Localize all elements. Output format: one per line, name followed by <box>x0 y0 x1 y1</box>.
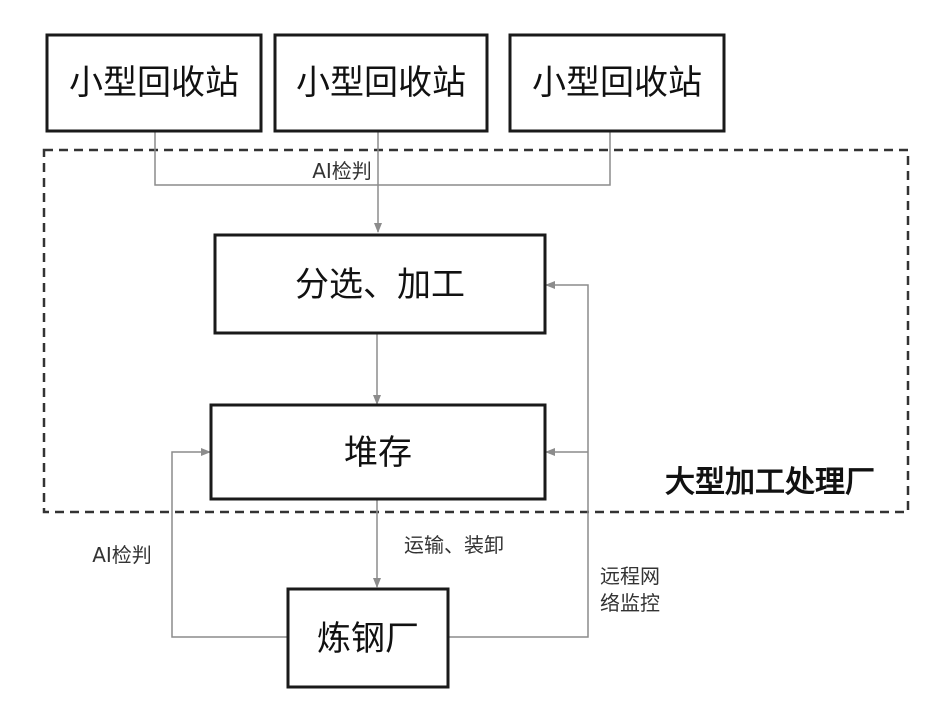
steel-plant-label: 炼钢厂 <box>317 619 419 659</box>
sorting-box: 分选、加工 <box>215 235 545 333</box>
sorting-label: 分选、加工 <box>295 265 465 305</box>
station-box-2: 小型回收站 <box>275 35 487 131</box>
ai-check-left-label: AI检判 <box>92 543 152 567</box>
ai-check-top-label: AI检判 <box>312 159 372 183</box>
remote-label-line1: 远程网 <box>600 564 660 588</box>
station-label-3: 小型回收站 <box>532 63 702 103</box>
station-box-3: 小型回收站 <box>510 35 724 131</box>
storage-label: 堆存 <box>344 433 412 473</box>
transport-label: 运输、装卸 <box>404 533 504 557</box>
remote-label-line2: 络监控 <box>600 591 660 615</box>
station-label-2: 小型回收站 <box>296 63 466 103</box>
steel-plant-box: 炼钢厂 <box>288 589 448 687</box>
station-collector-line <box>155 132 610 185</box>
station-box-1: 小型回收站 <box>47 35 261 131</box>
storage-box: 堆存 <box>211 405 545 499</box>
plant-boundary-label: 大型加工处理厂 <box>665 465 875 500</box>
station-label-1: 小型回收站 <box>69 63 239 103</box>
